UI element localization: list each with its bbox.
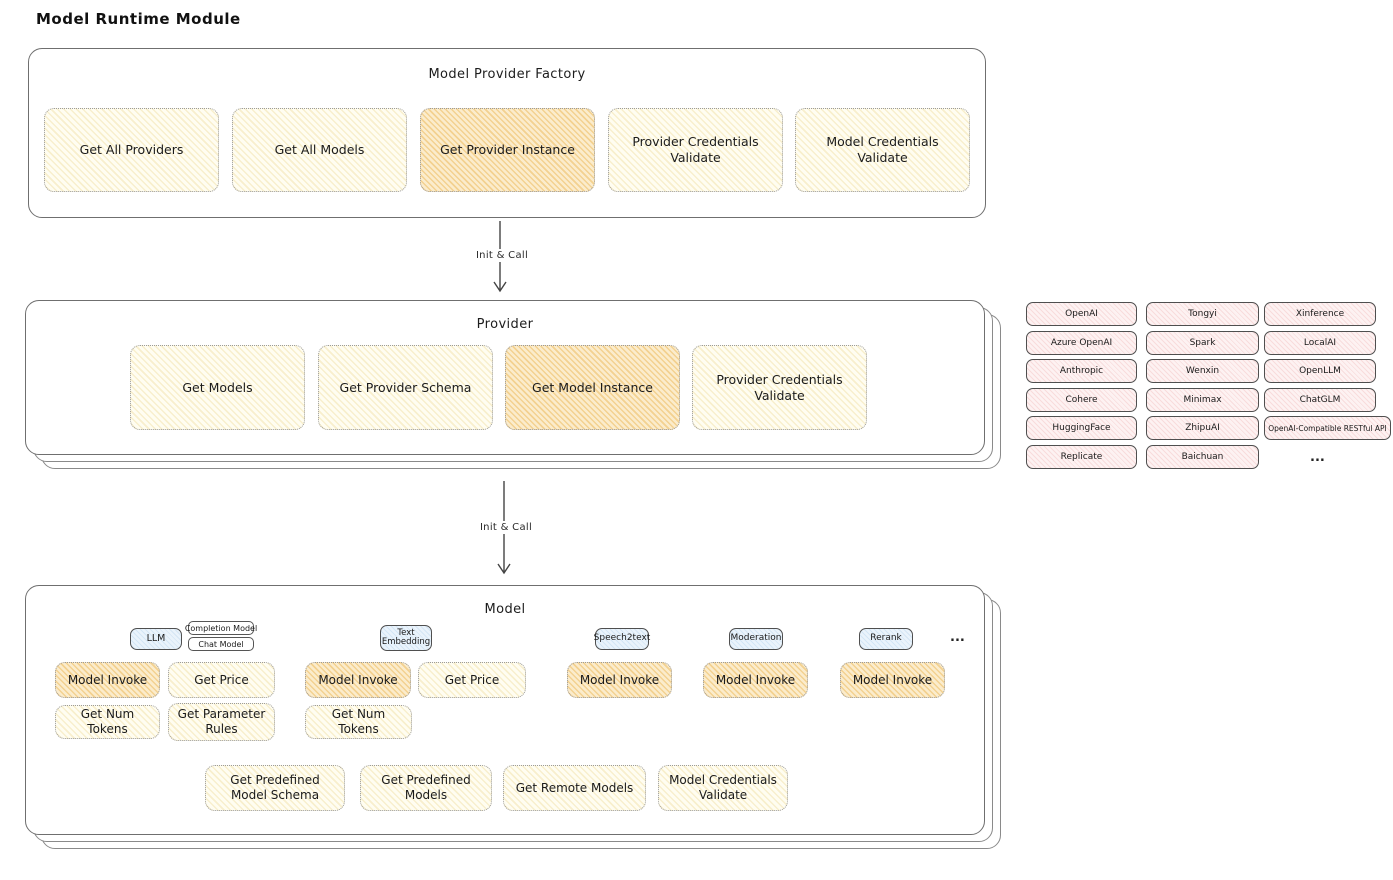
provider-chip-baichuan: Baichuan bbox=[1146, 445, 1259, 469]
provider-chip-minimax: Minimax bbox=[1146, 388, 1259, 412]
model-tabs-more-ellipsis: ... bbox=[950, 630, 965, 645]
model-credentials-validate: Model Credentials Validate bbox=[658, 765, 788, 811]
provider-chip-cohere: Cohere bbox=[1026, 388, 1137, 412]
provider-get-model-instance: Get Model Instance bbox=[505, 345, 680, 430]
llm-get-num-tokens: Get Num Tokens bbox=[55, 705, 160, 739]
factory-title: Model Provider Factory bbox=[428, 67, 586, 82]
provider-chip-localai: LocalAI bbox=[1264, 331, 1376, 355]
factory-get-all-providers: Get All Providers bbox=[44, 108, 219, 192]
factory-provider-credentials-validate: Provider Credentials Validate bbox=[608, 108, 783, 192]
provider-chip-tongyi: Tongyi bbox=[1146, 302, 1259, 326]
tab-completion-model: Completion Model bbox=[185, 621, 257, 635]
text-embedding-get-price: Get Price bbox=[418, 662, 526, 698]
arrow2-label: Init & Call bbox=[466, 521, 546, 534]
llm-get-price: Get Price bbox=[168, 662, 275, 698]
arrow1-label: Init & Call bbox=[462, 249, 542, 262]
tab-moderation: Moderation bbox=[729, 628, 783, 650]
tab-chat-model: Chat Model bbox=[188, 637, 254, 651]
moderation-model-invoke: Model Invoke bbox=[703, 662, 808, 698]
llm-get-parameter-rules: Get Parameter Rules bbox=[168, 703, 275, 741]
provider-chip-spark: Spark bbox=[1146, 331, 1259, 355]
tab-rerank: Rerank bbox=[859, 628, 913, 650]
providers-more-ellipsis: ... bbox=[1310, 450, 1325, 465]
text-embedding-model-invoke: Model Invoke bbox=[305, 662, 411, 698]
provider-chip-xinference: Xinference bbox=[1264, 302, 1376, 326]
provider-title: Provider bbox=[476, 317, 534, 332]
provider-chip-wenxin: Wenxin bbox=[1146, 359, 1259, 383]
get-remote-models: Get Remote Models bbox=[503, 765, 646, 811]
provider-chip-openai-compatible-restful-api: OpenAI-Compatible RESTful API bbox=[1264, 416, 1391, 440]
provider-chip-anthropic: Anthropic bbox=[1026, 359, 1137, 383]
tab-text-embedding: Text Embedding bbox=[380, 625, 432, 651]
provider-chip-huggingface: HuggingFace bbox=[1026, 416, 1137, 440]
factory-get-provider-instance: Get Provider Instance bbox=[420, 108, 595, 192]
speech2text-model-invoke: Model Invoke bbox=[567, 662, 672, 698]
text-embedding-get-num-tokens: Get Num Tokens bbox=[305, 705, 412, 739]
diagram-title: Model Runtime Module bbox=[36, 10, 241, 28]
get-predefined-models: Get Predefined Models bbox=[360, 765, 492, 811]
provider-chip-openllm: OpenLLM bbox=[1264, 359, 1376, 383]
provider-chip-zhipuai: ZhipuAI bbox=[1146, 416, 1259, 440]
tab-speech2text: Speech2text bbox=[594, 628, 650, 650]
provider-chip-openai: OpenAI bbox=[1026, 302, 1137, 326]
provider-provider-credentials-validate: Provider Credentials Validate bbox=[692, 345, 867, 430]
provider-get-provider-schema: Get Provider Schema bbox=[318, 345, 493, 430]
factory-model-credentials-validate: Model Credentials Validate bbox=[795, 108, 970, 192]
llm-model-invoke: Model Invoke bbox=[55, 662, 160, 698]
tab-llm: LLM bbox=[130, 628, 182, 650]
factory-get-all-models: Get All Models bbox=[232, 108, 407, 192]
provider-chip-azure-openai: Azure OpenAI bbox=[1026, 331, 1137, 355]
rerank-model-invoke: Model Invoke bbox=[840, 662, 945, 698]
provider-chip-chatglm: ChatGLM bbox=[1264, 388, 1376, 412]
provider-get-models: Get Models bbox=[130, 345, 305, 430]
get-predefined-model-schema: Get Predefined Model Schema bbox=[205, 765, 345, 811]
model-title: Model bbox=[484, 602, 526, 617]
provider-chip-replicate: Replicate bbox=[1026, 445, 1137, 469]
